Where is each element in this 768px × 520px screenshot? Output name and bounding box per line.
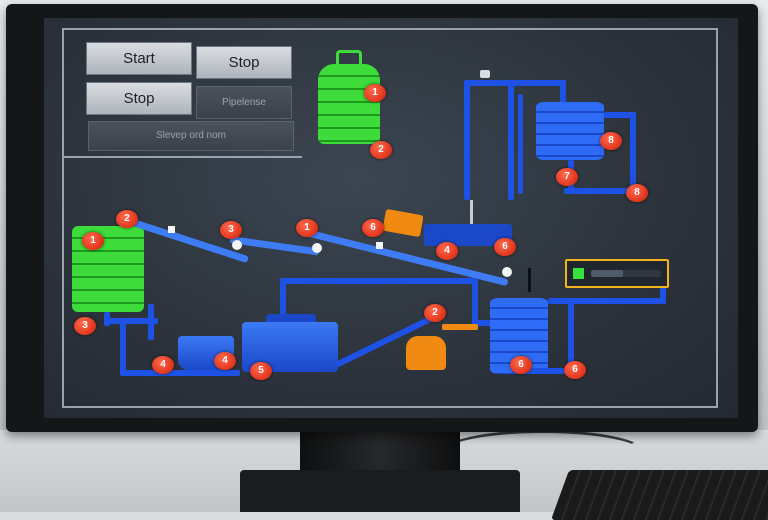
pump[interactable] (406, 336, 446, 370)
pipe-silo-down (120, 318, 126, 376)
monitor-bezel: Start Stop Stop Pipelense Slevep ord nom… (6, 4, 758, 432)
status-button[interactable]: Slevep ord nom (88, 121, 294, 151)
gas-cylinder[interactable] (318, 64, 380, 144)
pipe-right-tank-base (512, 368, 574, 374)
pipe-top-link (560, 80, 566, 120)
feed-nozzle (470, 200, 473, 224)
mixer-badge-left: 4 (152, 356, 174, 374)
top-tank-badge-8-outlet: 8 (626, 184, 648, 202)
gas-cylinder-badge-2: 2 (370, 141, 392, 159)
processor-badge: 5 (250, 362, 272, 380)
pipe-top-frame-inner (518, 94, 523, 194)
pipe-meter-link (660, 284, 666, 304)
conveyor-1-badge-2: 2 (116, 210, 138, 228)
pipe-top-tank-base (564, 188, 636, 194)
conveyor-2-roller (502, 267, 512, 277)
pipe-top-tank-right (604, 112, 634, 118)
frame-top (62, 28, 718, 30)
level-track (591, 270, 661, 277)
start-button[interactable]: Start (86, 42, 192, 75)
pipe-processor-h (280, 278, 476, 284)
pipe-top-frame-h (464, 80, 564, 86)
level-fill (591, 270, 623, 277)
orange-box[interactable] (382, 208, 424, 238)
conveyor-1-roller (232, 240, 242, 250)
frame-left (62, 28, 64, 408)
top-tank-badge-7: 7 (556, 168, 578, 186)
pipe-silo-h (104, 318, 158, 324)
conveyor-2-badge-1: 1 (296, 219, 318, 237)
pipe-right-tank-out (548, 298, 666, 304)
hmi-screen: Start Stop Stop Pipelense Slevep ord nom… (44, 18, 738, 418)
pipeline-button[interactable]: Pipelense (196, 86, 292, 119)
hopper[interactable] (424, 224, 512, 246)
stop-button-secondary[interactable]: Stop (86, 82, 192, 115)
pipe-to-right-tank (472, 278, 478, 326)
silo-outlet-badge: 3 (74, 317, 96, 335)
keyboard (550, 470, 768, 520)
level-meter (565, 259, 669, 288)
conveyor-2-marker (376, 242, 383, 249)
frame-bottom (62, 406, 718, 408)
pipe-bottom-h (120, 370, 240, 376)
box-badge-4: 4 (436, 242, 458, 260)
pump-badge: 2 (424, 304, 446, 322)
conveyor-1-marker (168, 226, 175, 233)
frame-right (716, 28, 718, 408)
box-badge-6: 6 (362, 219, 384, 237)
pump-outlet (442, 324, 478, 330)
gas-cylinder-badge-1: 1 (364, 84, 386, 102)
hopper-badge-6: 6 (494, 238, 516, 256)
stop-button[interactable]: Stop (196, 46, 292, 79)
top-tank-badge-8: 8 (600, 132, 622, 150)
pipe-right-tank-vert (568, 298, 574, 368)
pipe-processor-up (280, 282, 286, 322)
pipe-top-frame-mid (508, 80, 514, 200)
mixer-badge-right: 4 (214, 352, 236, 370)
pipe-top-frame-left (464, 80, 470, 200)
pipe-top-tank-down (630, 112, 636, 194)
frame-divider (62, 156, 302, 158)
processor-hood (266, 314, 316, 324)
pipe-right-tank-top (472, 320, 502, 326)
conveyor-1b[interactable] (229, 236, 320, 256)
gas-cylinder-valve (336, 50, 362, 65)
right-tank-badge-left: 6 (510, 356, 532, 374)
top-valve (480, 70, 490, 78)
conveyor-1b-roller (312, 243, 322, 253)
conveyor-1-badge-3: 3 (220, 221, 242, 239)
pipe-silo-right (148, 304, 154, 340)
top-tank[interactable] (536, 102, 604, 160)
right-tank-badge-right: 6 (564, 361, 586, 379)
level-indicator-stem (528, 268, 531, 292)
monitor-stand-base (240, 470, 520, 512)
silo-tank-badge: 1 (82, 232, 104, 250)
status-light (573, 268, 584, 279)
